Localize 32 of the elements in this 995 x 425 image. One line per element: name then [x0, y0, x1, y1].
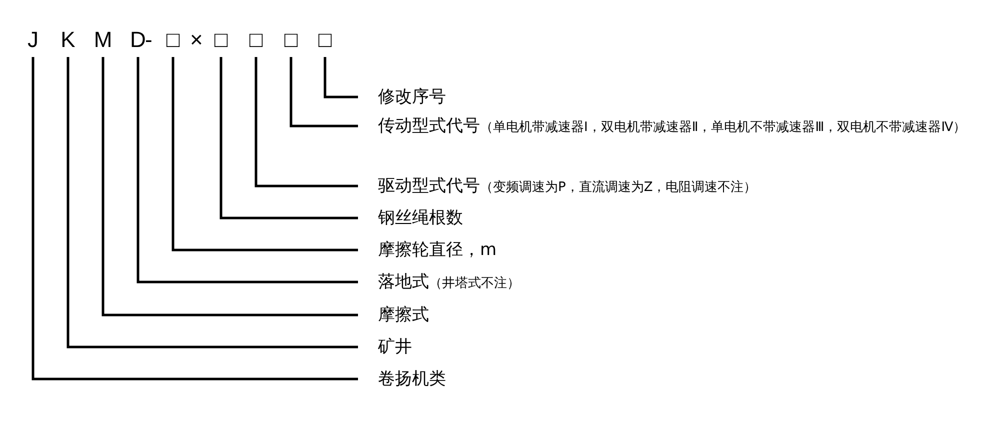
- description-text: 摩擦式: [378, 305, 429, 325]
- description-text: 驱动型式代号: [378, 176, 480, 196]
- note-text: （单电机带减速器Ⅰ，双电机带减速器Ⅱ，单电机不带减速器Ⅲ，双电机不带减速器Ⅳ）: [480, 120, 966, 135]
- code-symbol: J: [28, 27, 38, 52]
- leader-line: [66, 57, 358, 348]
- description-text: 修改序号: [378, 87, 446, 107]
- code-symbol: K: [60, 27, 76, 52]
- leader-line: [290, 57, 358, 128]
- description-text: 矿井: [378, 337, 412, 357]
- note-text: （井塔式不注）: [429, 276, 520, 291]
- note-text: （变频调速为P，直流调速为Z，电阻调速不注）: [480, 180, 757, 195]
- leader-line: [220, 57, 358, 220]
- description-text: 卷扬机类: [378, 369, 446, 389]
- leader-line: [102, 57, 358, 316]
- code-symbol: M: [94, 27, 112, 52]
- leader-line: [254, 57, 358, 188]
- code-symbol: □: [166, 27, 180, 52]
- code-symbol: D: [130, 27, 146, 52]
- description-text: 钢丝绳根数: [378, 208, 463, 228]
- code-symbol: □: [318, 27, 332, 52]
- description-text: 传动型式代号: [378, 116, 480, 136]
- leader-line: [32, 57, 358, 380]
- code-symbol: □: [249, 27, 263, 52]
- leader-line: [324, 57, 358, 98]
- description-text: 落地式: [378, 272, 429, 292]
- separator-symbol: ×: [190, 27, 203, 53]
- description-text: 摩擦轮直径，m: [378, 240, 497, 260]
- leader-line: [136, 57, 358, 284]
- code-symbol: □: [214, 27, 228, 52]
- separator-symbol: -: [145, 27, 152, 53]
- code-symbol: □: [284, 27, 298, 52]
- leader-line: [172, 57, 358, 252]
